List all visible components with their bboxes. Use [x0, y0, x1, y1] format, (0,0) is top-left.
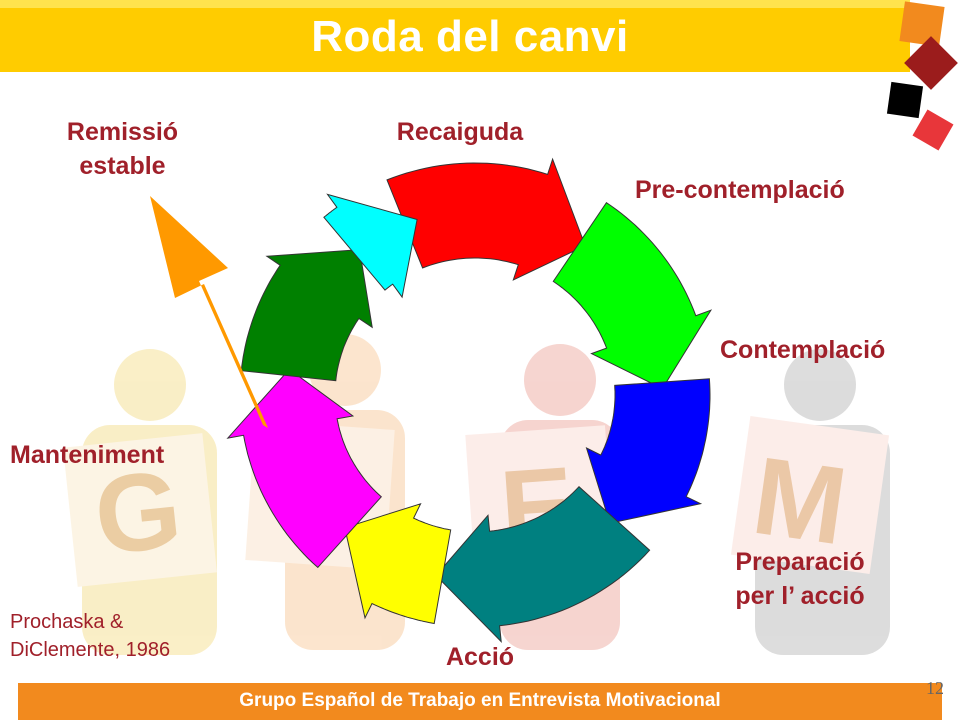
red-square — [912, 109, 954, 151]
segment-remission-path — [323, 193, 418, 299]
watermark-head-4 — [784, 349, 856, 421]
watermark-body-4 — [755, 425, 890, 655]
footer-text: Grupo Español de Trabajo en Entrevista M… — [239, 690, 721, 711]
slide-title: Roda del canvi — [311, 12, 629, 61]
label-contemplation: Contemplació — [720, 336, 886, 364]
segment-precontemplation — [552, 202, 713, 390]
label-remission: Remissió estable — [40, 115, 205, 183]
label-maintenance: Manteniment — [10, 441, 165, 469]
watermark-card-4 — [730, 415, 890, 575]
label-preparation: Preparació per l’ acció — [700, 545, 900, 613]
watermark-letter-g: G — [89, 447, 187, 578]
segment-relapse — [386, 157, 586, 281]
label-remission-line2: estable — [79, 152, 166, 180]
segment-contemplation — [585, 378, 711, 524]
segment-maintenance — [226, 368, 383, 569]
segment-action — [344, 502, 452, 625]
watermark-head-3 — [524, 344, 596, 416]
black-square — [886, 81, 924, 119]
label-preparation-line2: per l’ acció — [735, 582, 865, 610]
title-bar — [0, 6, 910, 72]
segment-maintenance-dark — [240, 249, 373, 382]
label-relapse: Recaiguda — [396, 118, 524, 146]
orange-square — [899, 1, 945, 47]
label-action: Acció — [445, 643, 515, 671]
watermark-card-1 — [63, 433, 217, 587]
page-number: 12 — [926, 678, 944, 698]
label-remission-line1: Remissió — [66, 118, 179, 146]
watermark-letter-m: M — [746, 434, 854, 569]
exit-arrow — [150, 196, 268, 428]
watermark-head-1 — [114, 349, 186, 421]
watermark-body-1 — [82, 425, 217, 655]
footer-bar — [18, 683, 942, 720]
label-precontemplation: Pre-contemplació — [635, 176, 845, 204]
citation-line2: DiClemente, 1986 — [10, 639, 171, 661]
citation: Prochaska & DiClemente, 1986 — [10, 608, 170, 664]
segment-preparation — [435, 486, 651, 643]
label-preparation-line1: Preparació — [735, 548, 865, 576]
citation-line1: Prochaska & — [10, 611, 124, 633]
title-bar-highlight — [0, 0, 910, 8]
